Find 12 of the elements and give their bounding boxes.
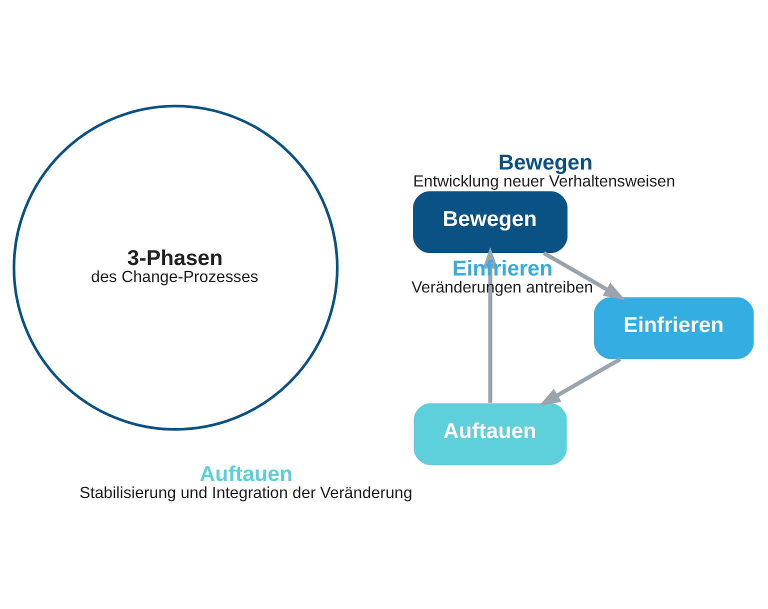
arrow (538, 357, 622, 406)
node-label: Einfrieren (452, 256, 553, 281)
node-box: Einfrieren (594, 297, 754, 360)
node-label: Auftauen (200, 462, 293, 486)
node-label: Stabilisierung und Integration der Veränderung (79, 484, 412, 502)
node-circle: 3-Phasen des Change-Prozesses (12, 104, 339, 431)
arrow (542, 251, 626, 300)
node-label: Veränderungen antreiben (411, 278, 594, 297)
node-label: Bewegen (498, 150, 593, 174)
node-label: Entwicklung neuer Verhaltensweisen (413, 172, 676, 191)
node-box: Auftauen (414, 403, 567, 466)
node-box: Bewegen (413, 191, 568, 253)
